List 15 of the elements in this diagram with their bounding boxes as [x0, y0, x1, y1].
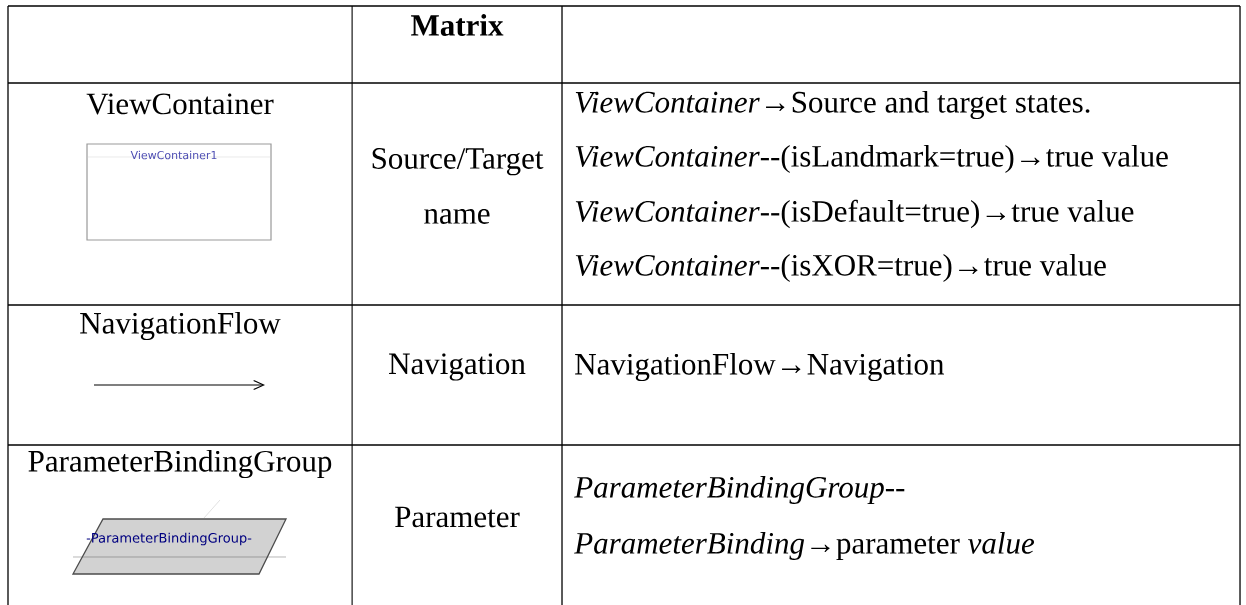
column-heading: Matrix: [411, 14, 504, 36]
cell-text: ParameterBindingGroup: [28, 449, 332, 479]
view-container-drawing: ViewContainer1: [86, 143, 272, 241]
cell-text: Source/Target name: [372, 148, 544, 224]
cell-text: NavigationFlow→Navigation: [575, 352, 944, 382]
cell-text: ViewContainer--(isXOR=true)→true value: [575, 253, 1106, 283]
cell-text: ParameterBindingGroup--: [574, 475, 905, 505]
cell-text: NavigationFlow: [80, 311, 281, 341]
cell-text: ViewContainer--(isDefault=true)→true value: [575, 199, 1134, 229]
cell-text: Navigation: [389, 353, 526, 381]
cell-text: ViewContainer: [86, 93, 274, 115]
cell-text: Parameter: [395, 506, 520, 528]
cell-text: ViewContainer--(isLandmark=true)→true value: [575, 144, 1168, 174]
cell-text: ParameterBinding→parameter value: [574, 531, 1035, 561]
cell-text: ViewContainer→Source and target states.: [575, 90, 1090, 120]
